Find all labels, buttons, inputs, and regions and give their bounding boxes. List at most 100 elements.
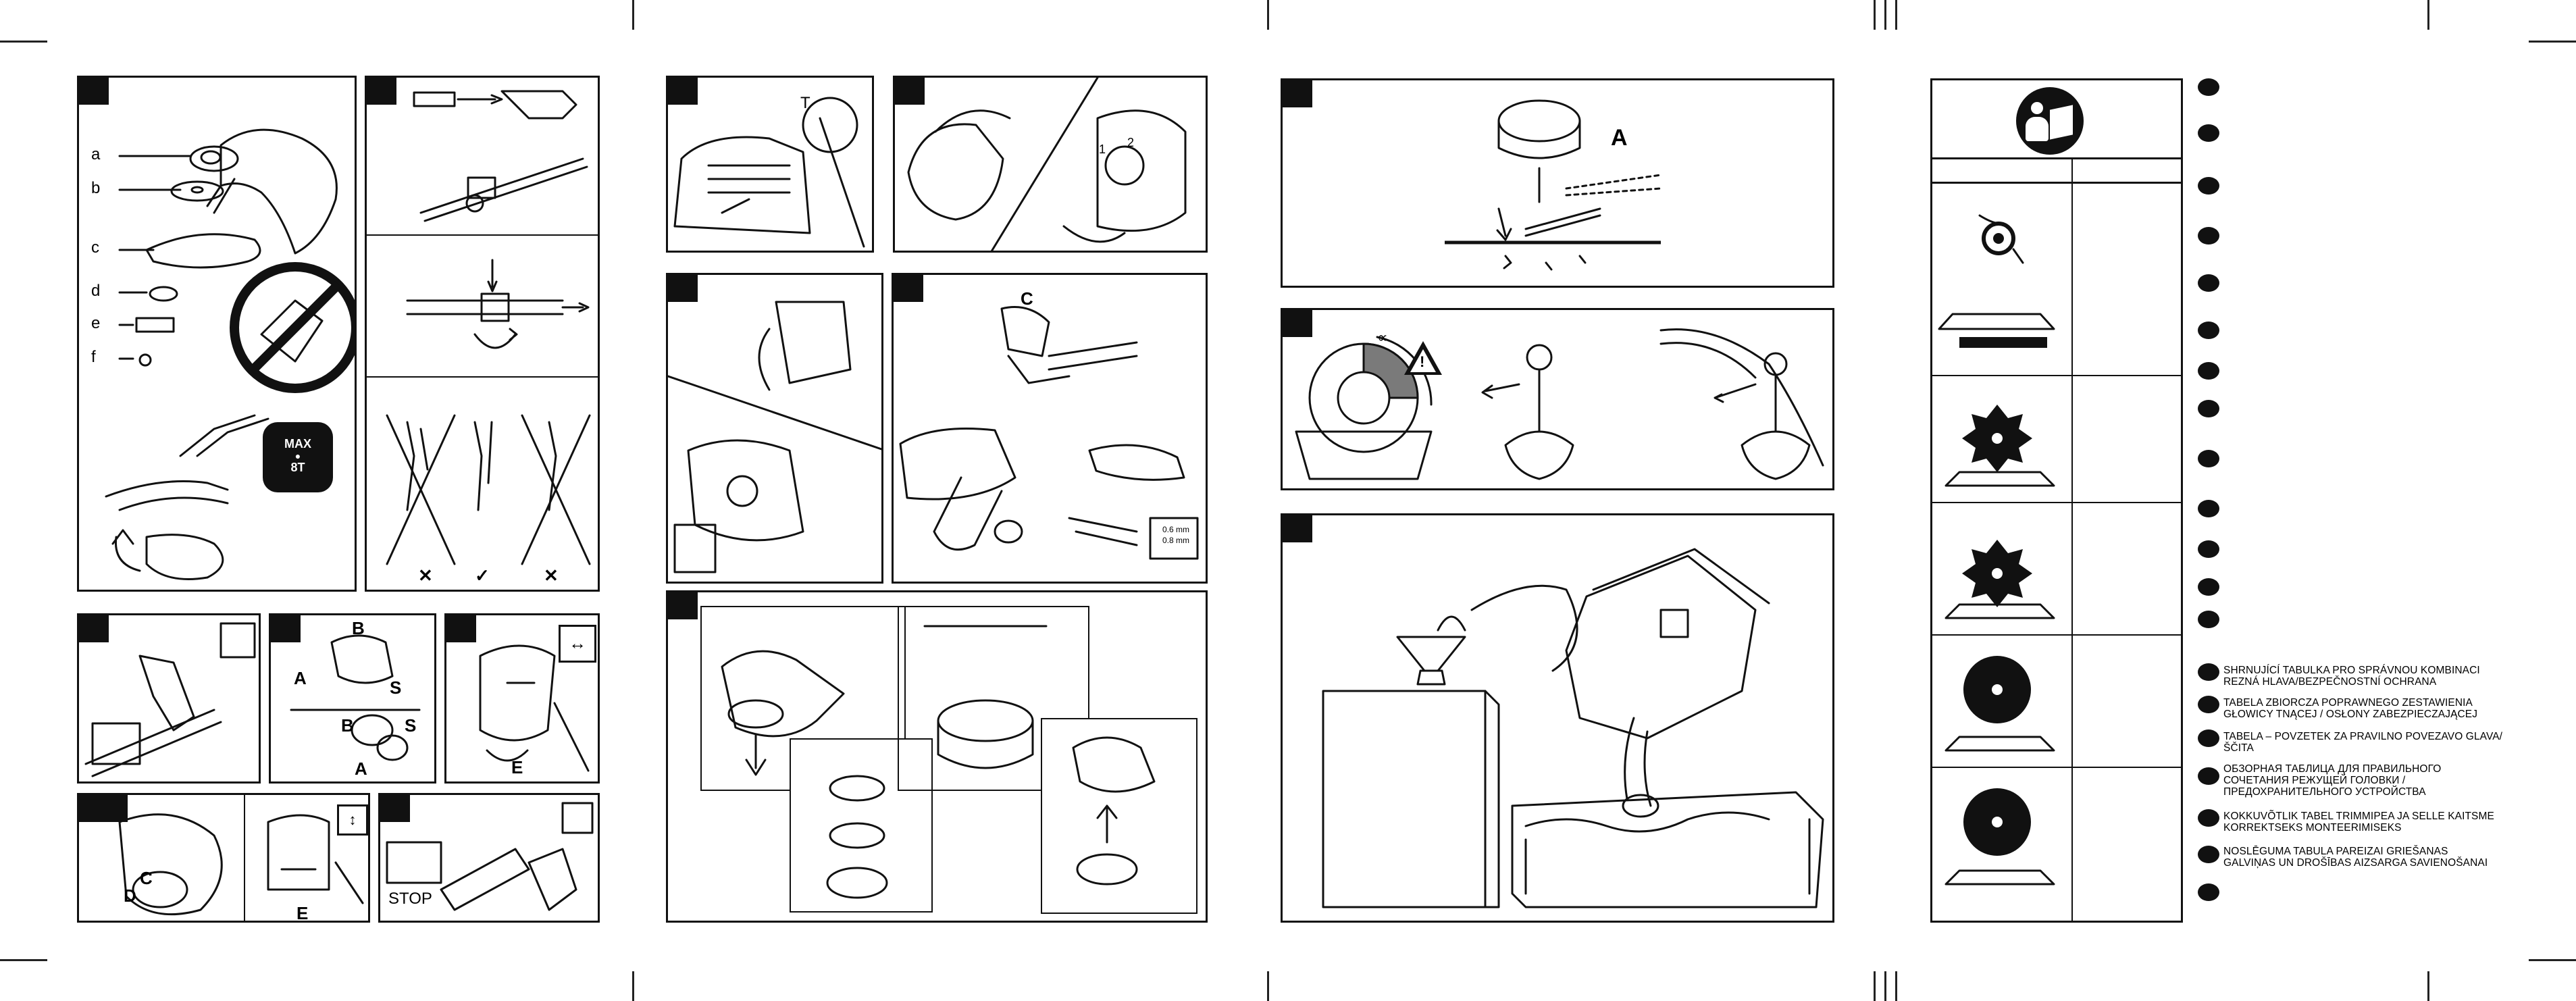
cross-mark-2: ✕ [544,565,559,586]
manual-icon-person-body [2026,117,2049,141]
label-C: C [1021,288,1033,309]
part-label-d: d [91,282,101,300]
step-number-tag [367,78,396,105]
step-number-tag [79,78,109,105]
label-E: E [511,757,523,777]
legend-text-ru: ОБЗОРНАЯ ТАБЛИЦА ДЛЯ ПРАВИЛЬНОГО СОЧЕТАН… [2223,763,2442,798]
guard-illustration [479,644,590,772]
divider [244,795,245,921]
crop-mark [1884,971,1886,1001]
panel-throttle-lock [77,613,261,784]
label-S-top: S [390,677,402,698]
crop-mark [1267,0,1269,30]
language-dot [2198,500,2219,517]
table-col-divider [2071,159,2073,921]
crop-mark [0,959,47,961]
language-dot [2198,227,2219,245]
panel-spool-removal: ↕ C D E [77,793,370,923]
crop-mark [632,971,634,1001]
language-dot [2198,78,2219,96]
line-advance-illustration [1445,99,1662,271]
crop-mark [1267,971,1269,1001]
spool-reload-illustration [721,625,1156,899]
language-dot [2198,663,2219,681]
sub-frame [1041,718,1197,914]
bolt-illustration [290,634,421,761]
crop-mark [1884,0,1886,30]
spool-removal-illustration [118,813,364,916]
step-number-tag [271,615,301,642]
table-rule [1932,634,2181,636]
crop-mark [2529,41,2576,43]
language-dot [2198,450,2219,467]
max-torque-badge: MAX ● 8T [263,422,333,492]
language-dot [2198,809,2219,827]
step-number-tag [446,615,476,642]
sub-frame [790,738,933,913]
step-number-tag [1283,80,1312,107]
language-dot [2198,696,2219,713]
summary-table-illustrations [1938,214,2055,886]
panel-line-advance: A [1281,78,1834,288]
crop-mark [2427,0,2429,30]
length-adjust-icon: ↔ [559,625,596,663]
panel-cleaning: C 0.6 mm 0.8 mm [892,273,1208,584]
label-D: D [124,886,136,906]
step-number-tag [895,78,925,105]
crop-mark [1895,0,1897,30]
crop-mark [1874,0,1876,30]
panel-cutting-technique: ! ∝ [1281,308,1834,490]
label-A-left: A [294,668,307,688]
panel-fuel-mixing [1281,513,1834,923]
step-number-tag [1283,310,1312,337]
panel-head-parts: a b c d e f MAX ● 8T [77,76,357,592]
crop-mark [2529,959,2576,961]
bracket-T-label: T [800,94,810,112]
cleaning-illustration [899,306,1199,560]
technique-illustration [1295,328,1824,480]
panel-summary-table [1930,78,2183,923]
label-A-head: A [1611,125,1628,151]
part-label-e: e [91,314,101,332]
legend-text-cs: SHRNUJÍCÍ TABULKA PRO SPRÁVNOU KOMBINACI… [2223,665,2480,688]
length-adjust-icon: ↕ [337,804,368,836]
part-label-b: b [91,179,101,197]
language-dot [2198,274,2219,292]
label-C-small: C [140,868,153,888]
num-label-2: 2 [1127,136,1135,149]
label-A-bottom: A [355,759,367,779]
step-number-tag [380,795,410,822]
step-number-tag [79,615,109,642]
starter-illustration [907,78,1187,251]
step-number-tag [668,275,698,302]
divider [367,234,598,236]
part-label-f: f [91,348,96,366]
label-E-small: E [297,903,309,923]
table-rule [1932,502,2181,503]
choke-illustration [668,301,881,573]
table-rule [1932,375,2181,376]
stop-switch-illustration [386,802,594,911]
crop-mark [0,41,47,43]
crop-mark [632,0,634,30]
language-dot [2198,124,2219,142]
language-dot [2198,883,2219,901]
language-dot [2198,400,2219,417]
manual-icon-person-head [2031,102,2043,114]
dim-label-small-2: 0.8 mm [1162,536,1190,545]
language-dot [2198,729,2219,747]
step-number-tag [668,592,698,619]
language-dot [2198,611,2219,628]
carb-adjust-illustration [673,97,865,248]
panel-starter-pull: 1 2 [893,76,1208,253]
check-mark: ✓ [475,565,490,586]
step-number-tag [79,795,128,822]
divider [367,376,598,378]
crop-mark [1895,971,1897,1001]
warning-triangle-inner [1410,349,1436,372]
crop-mark [1874,971,1876,1001]
step-number-tag [894,275,923,302]
crop-mark [2427,971,2429,1001]
panel-carb-adjust: T [666,76,874,253]
cross-mark-1: ✕ [418,565,433,586]
